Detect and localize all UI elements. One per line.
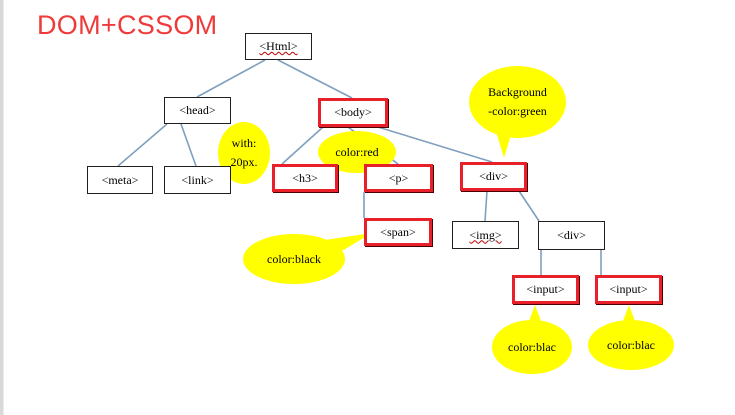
node-div-1: <div>	[460, 162, 527, 191]
node-p: <p>	[364, 164, 433, 192]
annotation-color-blac-1-text: color:blac	[508, 339, 556, 354]
annotation-color-red-text: color:red	[335, 144, 379, 159]
node-p-label: <p>	[388, 170, 409, 185]
node-img-label: <img>	[469, 227, 502, 242]
node-h3-label: <h3>	[292, 170, 318, 185]
edge-head-link	[180, 123, 197, 167]
edge-div-img	[484, 190, 488, 222]
node-link-label: <link>	[181, 172, 214, 187]
node-meta: <meta>	[87, 166, 153, 194]
edge-div-div	[518, 190, 540, 222]
annotation-background-line2: -color:green	[488, 104, 547, 118]
node-html-label: <Html>	[259, 39, 298, 53]
node-head-label: <head>	[179, 103, 216, 117]
annotation-bubble-color-black: color:black	[243, 234, 345, 284]
node-link: <link>	[164, 166, 231, 194]
node-div-2: <div>	[538, 221, 605, 250]
node-body: <body>	[318, 98, 388, 127]
node-span: <span>	[364, 218, 432, 246]
node-html: <Html>	[245, 33, 312, 60]
node-div-2-label: <div>	[557, 228, 586, 242]
edge-body-h3	[281, 126, 324, 165]
node-h3: <h3>	[272, 164, 338, 192]
node-div-1-label: <div>	[479, 169, 508, 183]
annotation-bubble-background: Background -color:green	[469, 66, 566, 138]
annotation-color-blac-2-text: color:blac	[607, 337, 655, 352]
annotation-with-line2: 20px.	[230, 155, 258, 169]
node-input-2-label: <input>	[609, 282, 648, 296]
annotation-bubble-color-blac-1: color:blac	[492, 320, 572, 374]
node-head: <head>	[164, 97, 231, 124]
diagram-title: DOM+CSSOM	[37, 10, 218, 40]
node-meta-label: <meta>	[101, 172, 139, 187]
node-input-2: <input>	[595, 275, 662, 304]
edge-html-head	[196, 59, 266, 98]
node-body-label: <body>	[334, 105, 372, 119]
page-left-border	[0, 0, 4, 415]
node-img: <img>	[452, 221, 519, 249]
annotation-with-line1: with:	[231, 136, 257, 151]
edge-body-div	[377, 126, 493, 163]
node-span-label: <span>	[380, 224, 416, 239]
node-input-1-label: <input>	[526, 282, 565, 296]
edge-html-body	[277, 59, 353, 99]
annotation-color-black-text: color:black	[267, 251, 321, 266]
node-input-1: <input>	[512, 275, 579, 304]
edge-head-meta	[117, 123, 168, 167]
annotation-bubble-color-blac-2: color:blac	[588, 320, 674, 370]
annotation-background-line1: Background	[488, 85, 547, 100]
